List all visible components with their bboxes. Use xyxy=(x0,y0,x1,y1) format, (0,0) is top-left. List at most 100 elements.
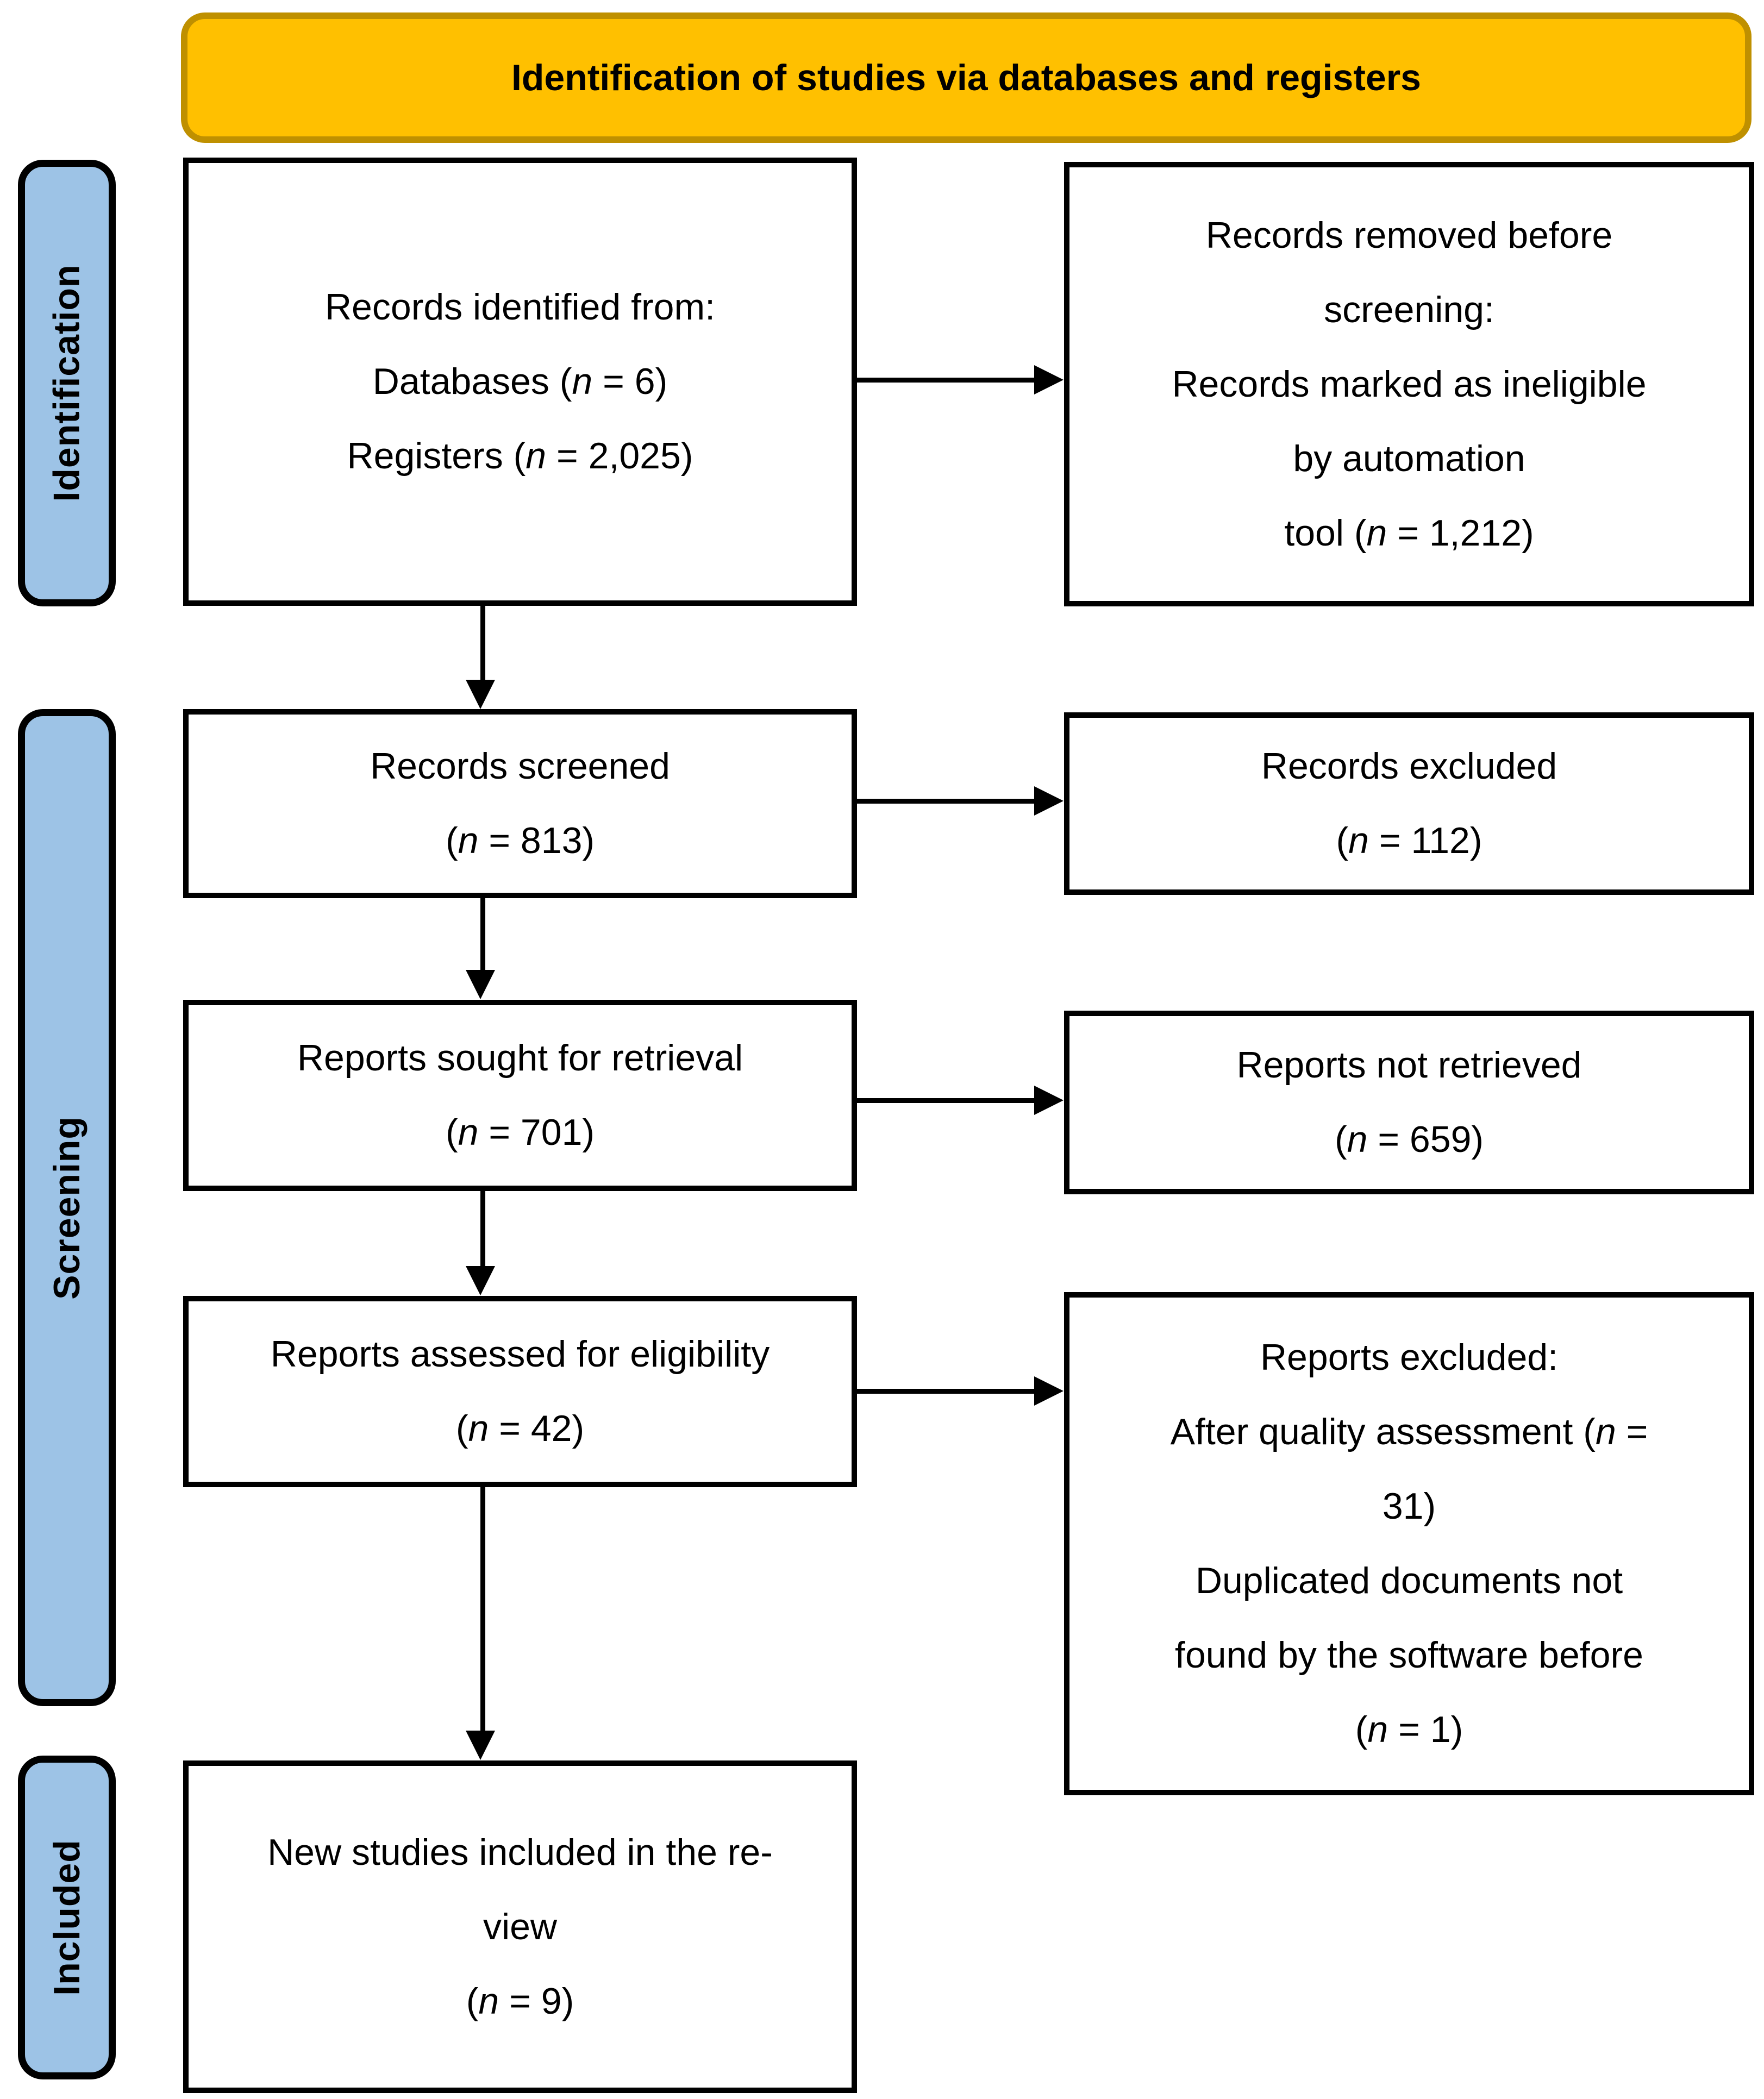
arrow-shaft-identified-to-removed xyxy=(857,378,1036,383)
text-line: (n = 112) xyxy=(1069,804,1749,878)
text-segment: Databases ( xyxy=(372,361,572,402)
arrow-head-identified-to-screened xyxy=(466,680,495,709)
text-line: Records screened xyxy=(189,729,852,804)
text-segment: Reports assessed for eligibility xyxy=(270,1333,770,1375)
box-reports-sought: Reports sought for retrieval (n = 701) xyxy=(183,1000,857,1191)
n-italic: n xyxy=(458,820,479,861)
text-line: Databases (n = 6) xyxy=(189,344,852,419)
text-segment: Duplicated documents not xyxy=(1195,1560,1623,1601)
text-segment: = 701) xyxy=(478,1112,595,1153)
text-line: (n = 42) xyxy=(189,1392,852,1466)
text-segment: screening: xyxy=(1324,289,1494,330)
box-reports-assessed: Reports assessed for eligibility (n = 42… xyxy=(183,1296,857,1487)
text-segment: ( xyxy=(455,1408,468,1449)
text-segment: = 112) xyxy=(1368,820,1482,861)
arrow-head-assessed-to-included xyxy=(466,1731,495,1760)
text-segment: = 9) xyxy=(499,1980,574,2022)
arrow-shaft-screened-to-excluded xyxy=(857,799,1036,804)
text-line: (n = 1) xyxy=(1069,1693,1749,1767)
text-line: Duplicated documents not xyxy=(1069,1544,1749,1618)
text-segment: New studies included in the re- xyxy=(267,1831,773,1873)
text-line: (n = 659) xyxy=(1069,1102,1749,1177)
n-italic: n xyxy=(526,435,547,477)
text-line: tool (n = 1,212) xyxy=(1069,496,1749,571)
text-line: Registers (n = 2,025) xyxy=(189,419,852,493)
arrow-head-identified-to-removed xyxy=(1034,365,1064,394)
text-segment: by automation xyxy=(1293,437,1525,479)
arrow-head-assessed-to-reports-excluded xyxy=(1034,1376,1064,1406)
n-italic: n xyxy=(1347,1119,1368,1160)
text-segment: 31) xyxy=(1382,1486,1436,1527)
box-new-studies-included: New studies included in the re- view (n … xyxy=(183,1760,857,2093)
text-segment: = 2,025) xyxy=(546,435,693,477)
text-segment: Records marked as ineligible xyxy=(1172,363,1647,405)
text-line: 31) xyxy=(1069,1469,1749,1544)
text-segment: Reports not retrieved xyxy=(1236,1044,1582,1086)
text-line: New studies included in the re- xyxy=(189,1815,852,1890)
arrow-shaft-sought-to-not-retrieved xyxy=(857,1098,1036,1103)
sidebar-included-label: Included xyxy=(46,1839,88,1996)
box-records-screened: Records screened (n = 813) xyxy=(183,709,857,898)
text-line: Reports excluded: xyxy=(1069,1320,1749,1395)
text-segment: = 659) xyxy=(1367,1119,1484,1160)
box-records-removed: Records removed before screening: Record… xyxy=(1064,162,1754,606)
header-banner: Identification of studies via databases … xyxy=(181,12,1752,143)
text-segment: ( xyxy=(445,820,458,861)
text-line: After quality assessment (n = xyxy=(1069,1395,1749,1469)
text-line: (n = 701) xyxy=(189,1095,852,1170)
text-segment: = 1,212) xyxy=(1387,512,1534,554)
text-segment: found by the software before xyxy=(1175,1634,1643,1676)
sidebar-included: Included xyxy=(18,1756,116,2079)
text-segment: = 6) xyxy=(592,361,668,402)
arrow-shaft-assessed-to-included xyxy=(480,1486,485,1732)
n-italic: n xyxy=(1595,1411,1616,1452)
text-segment: Records excluded xyxy=(1261,745,1557,787)
arrow-shaft-assessed-to-reports-excluded xyxy=(857,1389,1036,1394)
text-segment: tool ( xyxy=(1284,512,1367,554)
text-line: Reports assessed for eligibility xyxy=(189,1317,852,1392)
text-segment: Reports sought for retrieval xyxy=(297,1037,743,1079)
arrow-shaft-identified-to-screened xyxy=(480,605,485,682)
box-reports-not-retrieved: Reports not retrieved (n = 659) xyxy=(1064,1011,1754,1194)
text-segment: = xyxy=(1616,1411,1648,1452)
box-reports-excluded: Reports excluded: After quality assessme… xyxy=(1064,1292,1754,1795)
text-line: screening: xyxy=(1069,273,1749,347)
header-title: Identification of studies via databases … xyxy=(511,57,1422,98)
text-line: (n = 9) xyxy=(189,1964,852,2039)
n-italic: n xyxy=(572,361,593,402)
arrow-head-screened-to-sought xyxy=(466,970,495,999)
box-records-excluded: Records excluded (n = 112) xyxy=(1064,712,1754,895)
text-segment: Reports excluded: xyxy=(1260,1337,1559,1378)
text-segment: Records identified from: xyxy=(324,286,716,328)
arrow-shaft-sought-to-assessed xyxy=(480,1190,485,1267)
text-segment: Registers ( xyxy=(347,435,526,477)
text-segment: view xyxy=(483,1906,558,1947)
text-line: Records excluded xyxy=(1069,729,1749,804)
text-segment: = 1) xyxy=(1388,1709,1463,1750)
n-italic: n xyxy=(458,1112,479,1153)
text-segment: = 813) xyxy=(478,820,595,861)
text-segment: ( xyxy=(445,1112,458,1153)
text-line: Reports sought for retrieval xyxy=(189,1021,852,1095)
n-italic: n xyxy=(1366,512,1387,554)
n-italic: n xyxy=(468,1408,489,1449)
text-segment: Records removed before xyxy=(1205,214,1613,256)
text-line: Reports not retrieved xyxy=(1069,1028,1749,1102)
text-segment: ( xyxy=(1336,820,1349,861)
n-italic: n xyxy=(1348,820,1369,861)
n-italic: n xyxy=(478,1980,499,2022)
sidebar-screening: Screening xyxy=(18,709,116,1706)
arrow-head-sought-to-assessed xyxy=(466,1266,495,1295)
text-segment: ( xyxy=(1334,1119,1347,1160)
box-records-identified: Records identified from: Databases (n = … xyxy=(183,158,857,606)
arrow-head-screened-to-excluded xyxy=(1034,786,1064,816)
sidebar-screening-label: Screening xyxy=(46,1116,87,1300)
text-line: by automation xyxy=(1069,422,1749,496)
arrow-head-sought-to-not-retrieved xyxy=(1034,1086,1064,1115)
text-segment: ( xyxy=(466,1980,479,2022)
sidebar-identification-label: Identification xyxy=(46,264,88,502)
sidebar-identification: Identification xyxy=(18,160,116,606)
text-line: (n = 813) xyxy=(189,804,852,878)
text-segment: = 42) xyxy=(489,1408,585,1449)
